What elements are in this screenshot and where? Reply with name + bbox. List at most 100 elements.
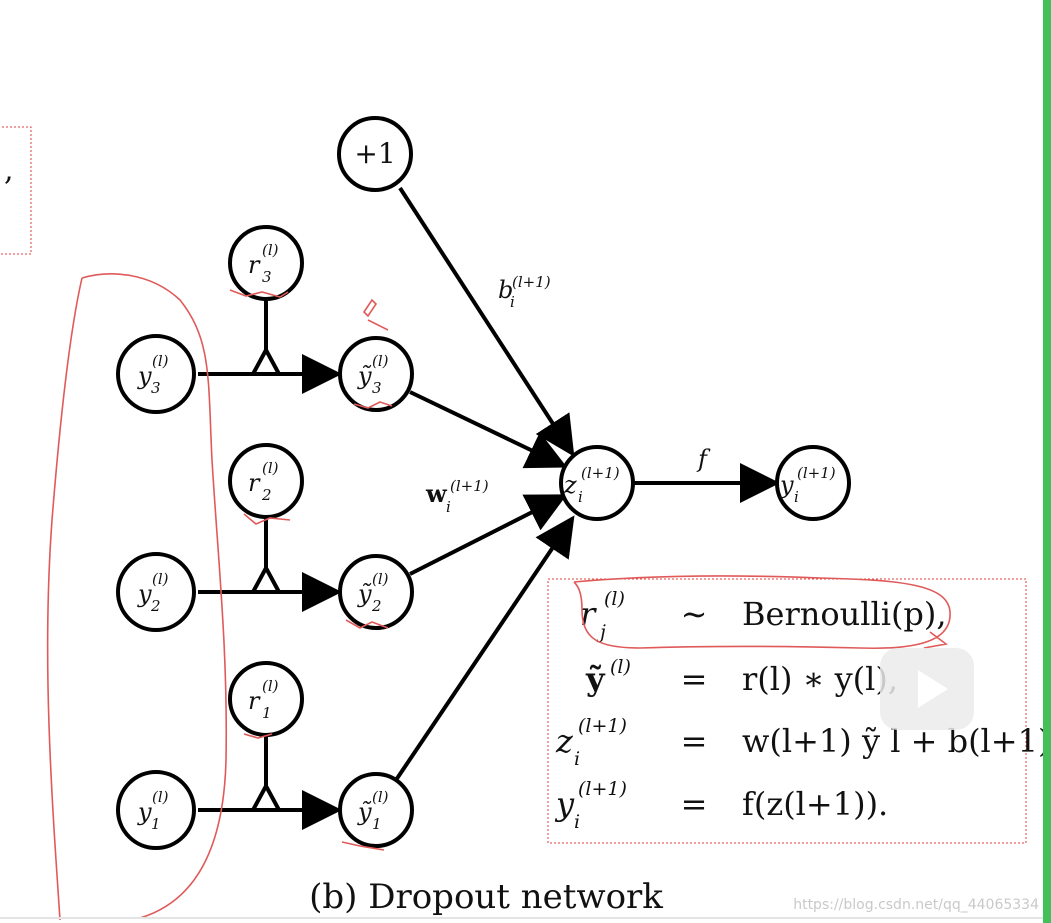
node-r1: r 1 (l) <box>228 661 304 737</box>
eq4-lhs-base: y <box>554 785 575 823</box>
edge-yt1-to-z <box>394 515 575 782</box>
eq4-lhs-sup: (l+1) <box>578 778 627 800</box>
node-y3-sub: 3 <box>151 379 161 397</box>
eq3-lhs-base: z <box>555 722 574 760</box>
eq3-op: = <box>681 722 708 760</box>
bias-weight-sup: (l+1) <box>512 273 551 291</box>
weights-sup: (l+1) <box>450 477 489 495</box>
node-output-sub: i <box>794 488 799 506</box>
weights-label: w i (l+1) <box>425 477 489 516</box>
bias-node-circle <box>337 116 413 192</box>
equation-row-4: y i (l+1) = f(z(l+1)). <box>554 778 888 833</box>
node-y1-base: y <box>137 798 152 826</box>
bias-weight-sub: i <box>510 293 515 311</box>
node-y2-sub: 2 <box>150 597 161 615</box>
eq2-lhs-base: ỹ <box>585 660 606 698</box>
r3-underline <box>229 289 289 298</box>
bottom-divider <box>0 917 1043 919</box>
bias-weight-base: b <box>498 276 513 304</box>
left-selection-loop <box>46 273 228 921</box>
eq1-op: ∼ <box>681 595 708 633</box>
eq1-lhs-sup: (l) <box>604 588 625 610</box>
eq3-lhs-sup: (l+1) <box>578 715 627 737</box>
node-ytilde1-base: ỹ <box>357 798 372 826</box>
edge-yt3-to-z <box>409 390 568 469</box>
yt3-underline <box>353 401 393 409</box>
equation-row-1: r j (l) ∼ Bernoulli(p), <box>580 588 947 643</box>
eq2-lhs-sup: (l) <box>610 656 631 678</box>
node-r2-sub: 2 <box>261 486 272 504</box>
node-ytilde2-sub: 2 <box>371 597 382 615</box>
node-ytilde3-sub: 3 <box>372 379 382 397</box>
edge-r3-gate <box>251 345 281 375</box>
edge-yt2-to-z <box>409 494 568 576</box>
edge-bias-to-z <box>398 186 575 457</box>
node-y3-sup: (l) <box>152 352 169 370</box>
node-ytilde1-sup: (l) <box>372 788 389 806</box>
yt2-underline <box>345 619 389 629</box>
left-fragment-frame <box>0 126 32 255</box>
edges <box>198 186 780 830</box>
node-y1-sub: 1 <box>151 815 161 833</box>
node-z-sup: (l+1) <box>581 464 620 482</box>
node-r2-sup: (l) <box>262 459 279 477</box>
node-ytilde3-base: ỹ <box>357 362 372 390</box>
node-y1: y 1 (l) <box>116 770 196 850</box>
play-icon[interactable] <box>880 648 974 730</box>
node-y2-sup: (l) <box>152 570 169 588</box>
node-r3-sub: 3 <box>262 268 272 286</box>
eq4-op: = <box>681 785 708 823</box>
node-r3-sup: (l) <box>262 241 279 259</box>
node-ytilde1-sub: 1 <box>372 815 382 833</box>
node-r1-base: r <box>248 687 261 715</box>
node-r1-sup: (l) <box>262 677 279 695</box>
node-r3-base: r <box>248 251 261 279</box>
node-y1-sup: (l) <box>152 788 169 806</box>
node-y3-base: y <box>137 362 152 390</box>
equation-row-2: ỹ (l) = r(l) ∗ y(l), <box>585 656 898 698</box>
node-output-base: y <box>779 471 794 499</box>
eq3-lhs-sub: i <box>574 748 580 770</box>
play-triangle-icon <box>918 670 948 708</box>
eq1-rhs: Bernoulli(p), <box>742 595 947 633</box>
weights-base: w <box>425 479 448 508</box>
node-output-sup: (l+1) <box>797 464 836 482</box>
r2-underline <box>243 513 291 525</box>
accent-bar <box>1043 0 1051 923</box>
equation-row-3: z i (l+1) = w(l+1) ỹ l + b(l+1), <box>555 715 1051 770</box>
edge-r1-gate <box>251 781 281 811</box>
red-annotations <box>46 273 951 921</box>
node-ytilde1: ỹ 1 (l) <box>338 772 414 848</box>
node-r2-base: r <box>248 469 261 497</box>
equations: r j (l) ∼ Bernoulli(p), ỹ (l) = r(l) ∗ y… <box>554 588 1051 833</box>
node-z-sub: i <box>578 488 583 506</box>
node-y2-base: y <box>137 580 152 608</box>
bias-node: +1 <box>337 116 413 192</box>
bias-node-label: +1 <box>354 137 395 170</box>
node-ytilde3: ỹ 3 (l) <box>338 336 414 412</box>
edge-r2-gate <box>251 563 281 593</box>
node-y3: y 3 (l) <box>116 334 196 414</box>
eq2-rhs: r(l) ∗ y(l), <box>742 660 898 698</box>
node-output: y i (l+1) <box>775 445 851 521</box>
weights-sub: i <box>446 498 451 516</box>
yt1-underline <box>341 841 385 851</box>
node-ytilde2-sup: (l) <box>372 570 389 588</box>
node-z-base: z <box>563 471 577 499</box>
watermark: https://blog.csdn.net/qq_44065334 <box>793 897 1039 913</box>
eq4-lhs-sub: i <box>574 811 580 833</box>
node-ytilde2-base: ỹ <box>357 580 372 608</box>
left-fragment-text: , <box>4 153 14 188</box>
pen-cursor-icon <box>362 298 389 331</box>
equations-frame <box>547 578 1027 844</box>
bias-weight-label: b i (l+1) <box>498 273 551 311</box>
bernoulli-highlight-loop <box>573 575 951 650</box>
eq2-op: = <box>681 660 708 698</box>
node-ytilde3-sup: (l) <box>372 352 389 370</box>
node-y2: y 2 (l) <box>116 552 196 632</box>
node-z: z i (l+1) <box>559 445 635 521</box>
eq1-lhs-sub: j <box>596 621 606 643</box>
node-ytilde2: ỹ 2 (l) <box>338 554 414 630</box>
r1-underline <box>243 733 273 739</box>
